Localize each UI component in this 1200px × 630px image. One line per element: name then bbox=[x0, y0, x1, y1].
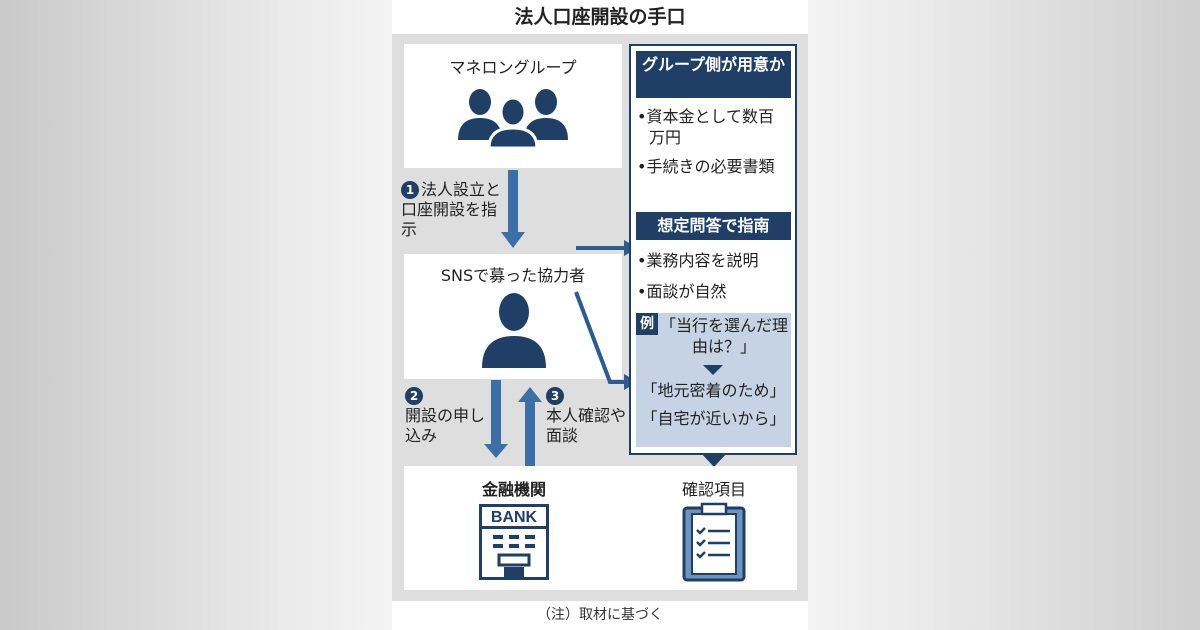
bank-label: 金融機関 bbox=[481, 480, 546, 499]
example-tag: 例 bbox=[636, 313, 658, 335]
diagram-title: 法人口座開設の手口 bbox=[392, 0, 808, 34]
list-item: •面談が自然 bbox=[637, 282, 727, 301]
prepared-header: グループ側が用意か bbox=[636, 51, 791, 98]
panel-pointer-icon bbox=[701, 453, 727, 467]
clipboard-icon bbox=[682, 502, 746, 582]
bank-box: 金融機関 BANK 確認項目 bbox=[404, 466, 797, 590]
step-number: 2 bbox=[405, 387, 423, 405]
bank-sign: BANK bbox=[482, 507, 546, 529]
guidance-list: •業務内容を説明 •面談が自然 bbox=[637, 250, 789, 302]
bank-icon: BANK bbox=[479, 504, 549, 580]
list-item: •手続きの必要書類 bbox=[637, 157, 775, 176]
example-box: 例 「当行を選んだ理由は？」 「地元密着のため」 「自宅が近いから」 bbox=[636, 313, 791, 447]
list-item: •業務内容を説明 bbox=[637, 251, 759, 270]
step-text: 本人確認や面談 bbox=[546, 406, 627, 445]
atm-icon bbox=[493, 535, 535, 577]
cooperator-label: SNSで募った協力者 bbox=[440, 266, 586, 285]
group-box: マネロングループ bbox=[404, 44, 622, 168]
checklist-label: 確認項目 bbox=[681, 480, 746, 499]
step-text: 開設の申し込み bbox=[405, 406, 486, 445]
list-item: •資本金として数百万円 bbox=[637, 107, 774, 147]
step-text: 法人設立と口座開設を指示 bbox=[401, 180, 502, 239]
group-label: マネロングループ bbox=[449, 58, 577, 77]
step-number: 3 bbox=[546, 387, 564, 405]
example-question: 「当行を選んだ理由は？」 bbox=[660, 316, 789, 356]
down-triangle-icon bbox=[703, 365, 723, 375]
step-number: 1 bbox=[401, 181, 419, 199]
guidance-header: 想定問答で指南 bbox=[636, 212, 791, 240]
prepared-list: •資本金として数百万円 •手続きの必要書類 bbox=[637, 106, 787, 177]
example-answers: 「地元密着のため」 「自宅が近いから」 bbox=[636, 377, 791, 433]
person-icon bbox=[482, 293, 546, 368]
group-people-icon bbox=[458, 89, 568, 148]
example-answer: 「地元密着のため」 bbox=[641, 381, 786, 400]
example-answer: 「自宅が近いから」 bbox=[641, 409, 786, 428]
footnote: （注）取材に基づく bbox=[392, 601, 808, 630]
